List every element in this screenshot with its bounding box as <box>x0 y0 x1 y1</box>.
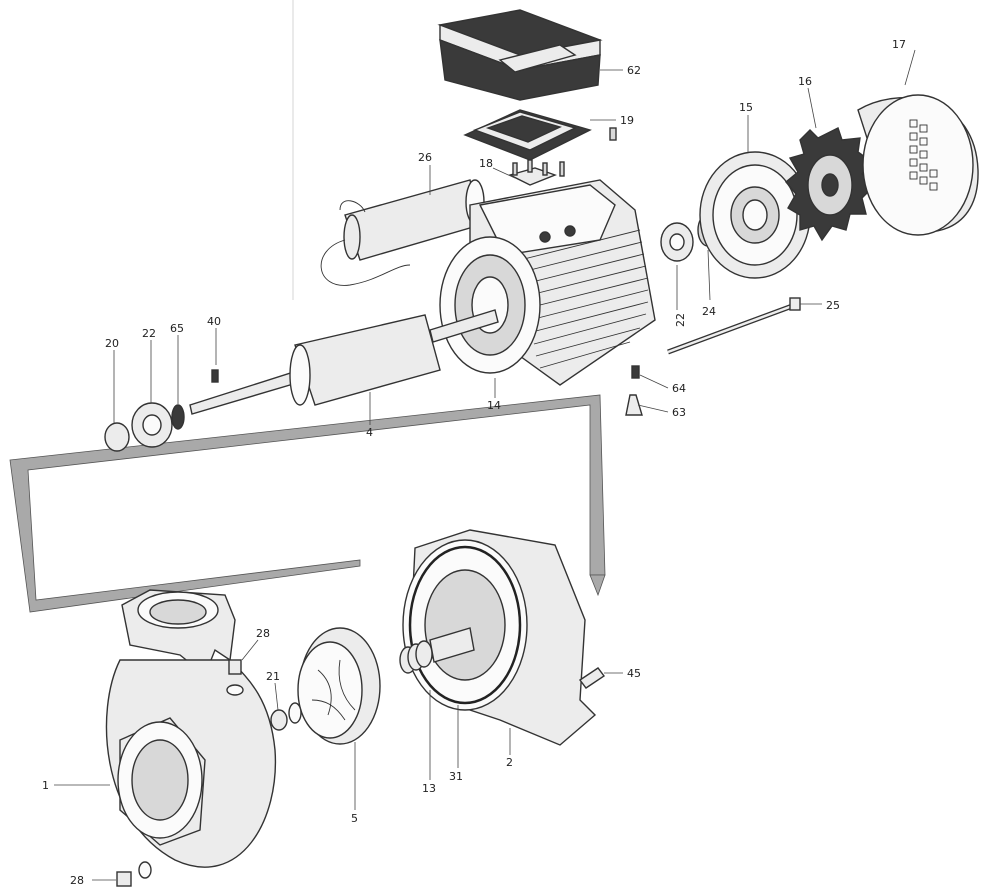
label-63: 63 <box>672 406 686 419</box>
impeller <box>297 627 381 745</box>
pump-casing <box>105 589 277 868</box>
label-16: 16 <box>798 75 812 88</box>
tie-rod <box>667 297 801 355</box>
rotor-shaft <box>189 309 499 415</box>
top-plug <box>226 659 244 696</box>
label-5: 5 <box>351 812 358 825</box>
terminal-box-cover <box>437 9 603 101</box>
mechanical-seal <box>399 627 475 674</box>
plug <box>625 394 643 416</box>
pump-bracket <box>402 529 597 746</box>
label-22-front: 22 <box>674 313 687 327</box>
label-28-top: 28 <box>256 627 270 640</box>
set-screw <box>631 365 640 379</box>
shaft-key <box>211 369 219 383</box>
bracket-bolt <box>578 667 606 689</box>
label-15: 15 <box>739 101 753 114</box>
label-45: 45 <box>627 667 641 680</box>
fan-cover <box>857 94 979 236</box>
terminal-block <box>508 159 565 186</box>
label-40: 40 <box>207 315 221 328</box>
rear-bearing-set <box>104 402 185 452</box>
label-17: 17 <box>892 38 906 51</box>
label-14: 14 <box>487 399 501 412</box>
label-1: 1 <box>42 779 49 792</box>
leader-lines <box>54 49 916 881</box>
label-22-rear: 22 <box>142 327 156 340</box>
label-13: 13 <box>422 782 436 795</box>
cooling-fan <box>785 127 875 242</box>
screw-icon <box>609 127 617 141</box>
label-4: 4 <box>366 426 373 439</box>
motor-end-shield <box>699 151 811 279</box>
label-28-bottom: 28 <box>70 874 84 887</box>
label-62: 62 <box>627 64 641 77</box>
assembly-arrow <box>9 394 606 613</box>
part-labels: 62 19 17 16 15 26 18 22 24 25 40 20 22 6… <box>42 38 906 887</box>
bottom-plug <box>116 861 152 887</box>
label-65: 65 <box>170 322 184 335</box>
label-64: 64 <box>672 382 686 395</box>
label-25: 25 <box>826 299 840 312</box>
label-20: 20 <box>105 337 119 350</box>
label-26: 26 <box>418 151 432 164</box>
label-24: 24 <box>702 305 716 318</box>
label-18: 18 <box>479 157 493 170</box>
motor-housing <box>439 179 656 386</box>
label-2: 2 <box>506 756 513 769</box>
label-21: 21 <box>266 670 280 683</box>
label-19: 19 <box>620 114 634 127</box>
terminal-gasket <box>463 109 592 161</box>
label-31: 31 <box>449 770 463 783</box>
impeller-nut <box>270 702 302 731</box>
